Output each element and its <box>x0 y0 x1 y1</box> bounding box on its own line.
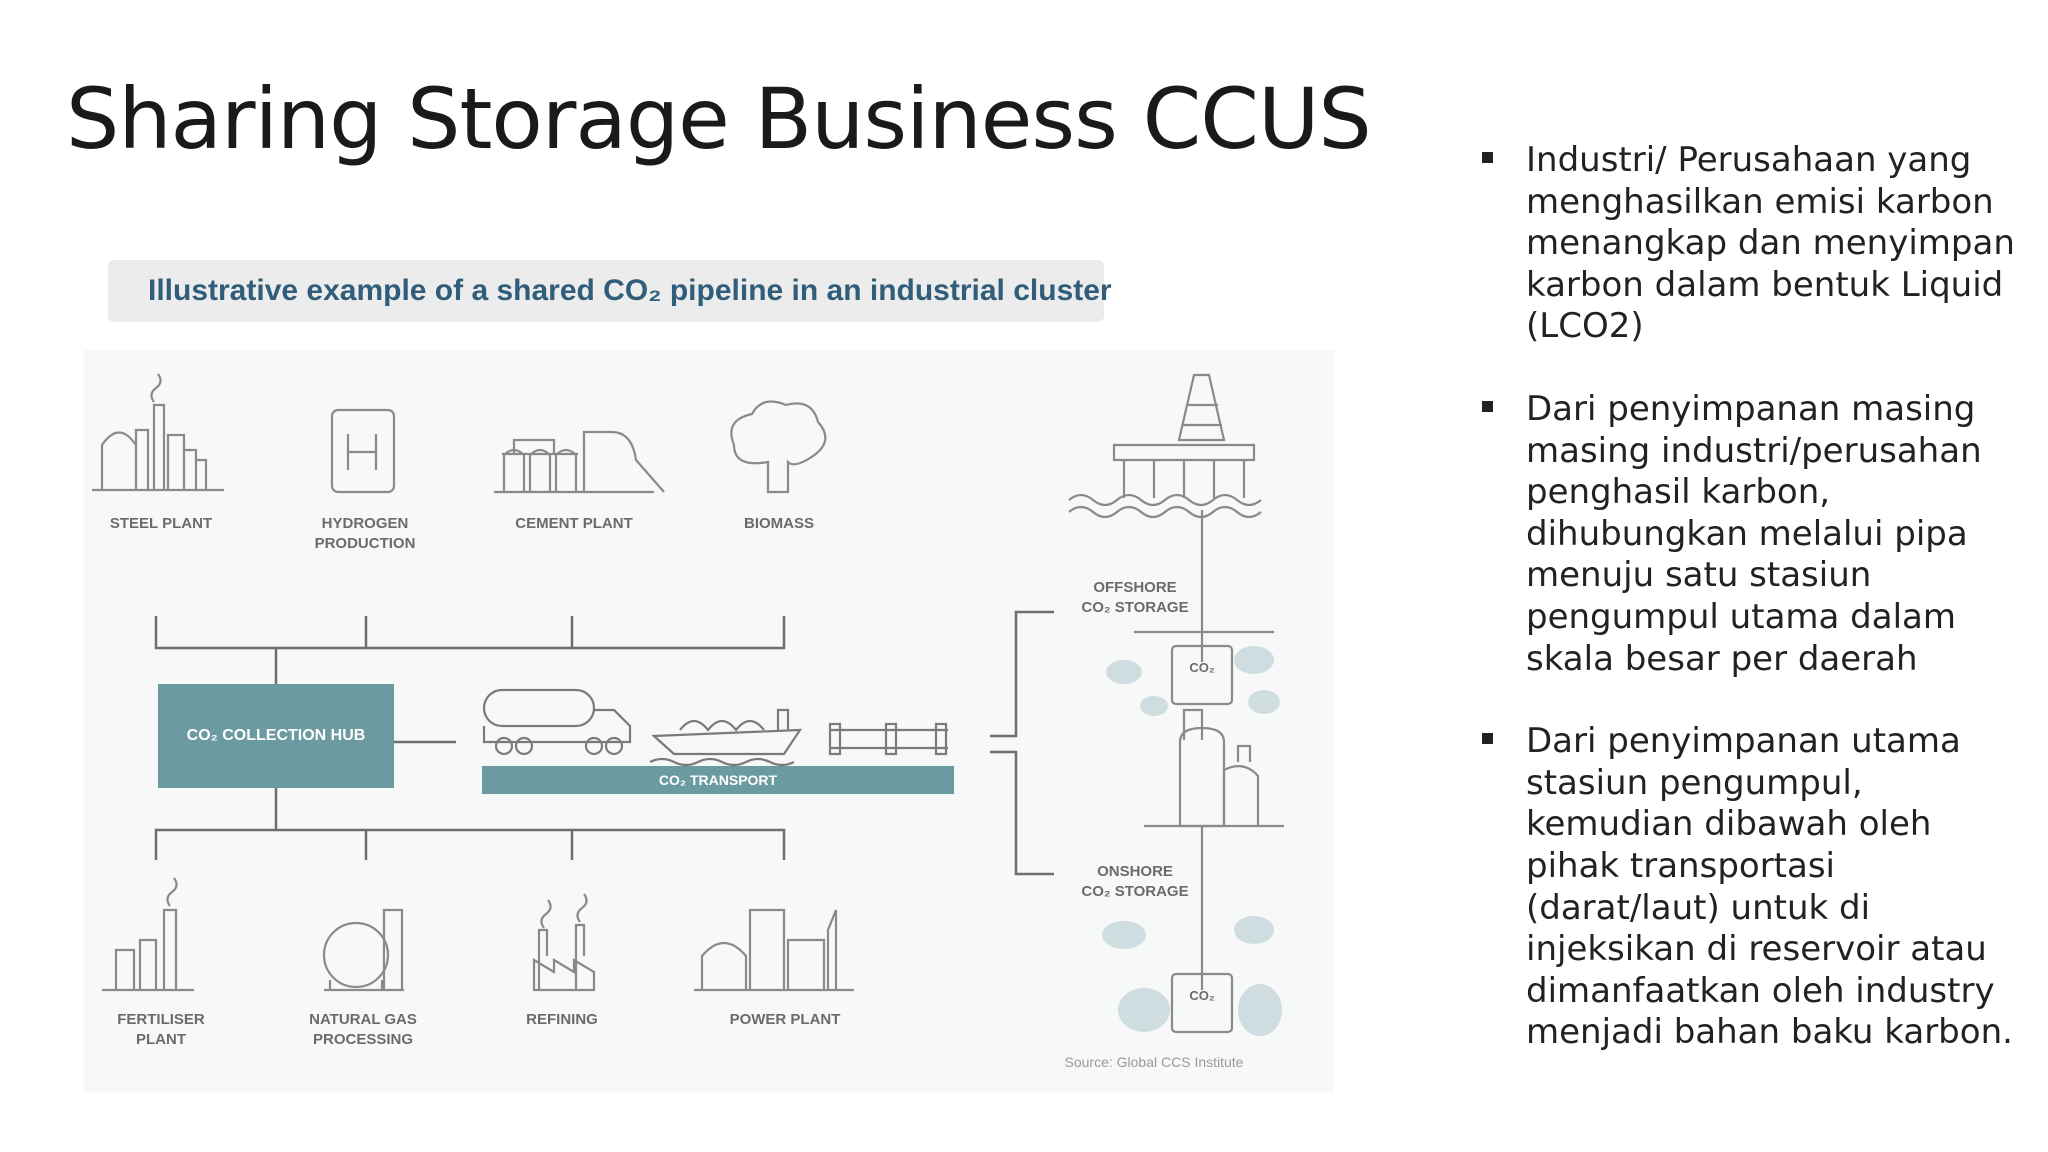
truck-icon <box>482 688 632 756</box>
source-label-fertiliser: FERTILISER PLANT <box>117 1011 205 1048</box>
collection-hub-box <box>158 684 394 788</box>
hydrogen-icon <box>330 408 396 494</box>
bullet-item: Dari penyimpanan utama stasiun pengumpul… <box>1482 721 2022 1054</box>
bullet-marker <box>1482 733 1493 745</box>
power-plant-icon <box>694 908 854 992</box>
onshore-storage-label: ONSHORE CO₂ STORAGE <box>1081 863 1189 900</box>
source-label-cement: CEMENT PLANT <box>515 515 633 532</box>
source-label-natural-gas: NATURAL GAS PROCESSING <box>309 1011 417 1048</box>
source-label-steel: STEEL PLANT <box>109 515 213 532</box>
figure-banner: Illustrative example of a shared CO₂ pip… <box>108 260 1112 322</box>
bullet-item: Industri/ Perusahaan yang menghasilkan e… <box>1482 140 2022 348</box>
ship-icon <box>649 708 803 767</box>
pipeline-lines <box>154 610 1054 876</box>
pipe-icon <box>828 722 948 756</box>
source-label-power: POWER PLANT <box>729 1011 841 1028</box>
transport-bar <box>482 766 954 794</box>
bullet-text: Industri/ Perusahaan yang menghasilkan e… <box>1526 140 2015 347</box>
steel-plant-icon <box>92 373 224 492</box>
bullet-marker <box>1482 400 1493 412</box>
ccs-diagram-figure: Illustrative example of a shared CO₂ pip… <box>84 254 1334 1092</box>
biomass-icon <box>730 400 827 494</box>
bullet-marker <box>1482 152 1493 163</box>
source-label-hydrogen: HYDROGEN PRODUCTION <box>314 515 416 552</box>
cement-plant-icon <box>494 430 665 494</box>
bullet-item: Dari penyimpanan masing masing industri/… <box>1482 389 2022 680</box>
onshore-plant-icon <box>1144 708 1284 1034</box>
offshore-reservoir-label: CO₂ <box>1189 660 1215 675</box>
source-label-refining: REFINING <box>526 1011 598 1028</box>
natural-gas-icon <box>322 908 404 992</box>
fertiliser-plant-icon <box>102 877 194 992</box>
onshore-reservoir-label: CO₂ <box>1189 988 1215 1003</box>
hub-label: CO₂ COLLECTION HUB <box>186 727 366 744</box>
source-label-biomass: BIOMASS <box>743 515 814 532</box>
figure-banner-text: Illustrative example of a shared CO₂ pip… <box>148 274 1112 307</box>
offshore-platform-icon <box>1068 373 1274 706</box>
source-credit: Source: Global CCS Institute <box>1064 1054 1244 1070</box>
slide-title: Sharing Storage Business CCUS <box>66 70 1372 168</box>
offshore-storage-label: OFFSHORE CO₂ STORAGE <box>1081 579 1189 616</box>
bullet-list: Industri/ Perusahaan yang menghasilkan e… <box>1482 140 2022 1095</box>
storage-rocks <box>1102 646 1282 1036</box>
pipeline-diagram: STEEL PLANT HYDROGEN PRODUCTION CEMENT P… <box>84 350 1334 1092</box>
bullet-text: Dari penyimpanan utama stasiun pengumpul… <box>1526 721 2013 1053</box>
transport-label: CO₂ TRANSPORT <box>658 772 778 788</box>
refining-icon <box>532 893 596 992</box>
pipeline-diagram-graphic <box>92 373 1284 1036</box>
bullet-text: Dari penyimpanan masing masing industri/… <box>1526 388 1982 679</box>
